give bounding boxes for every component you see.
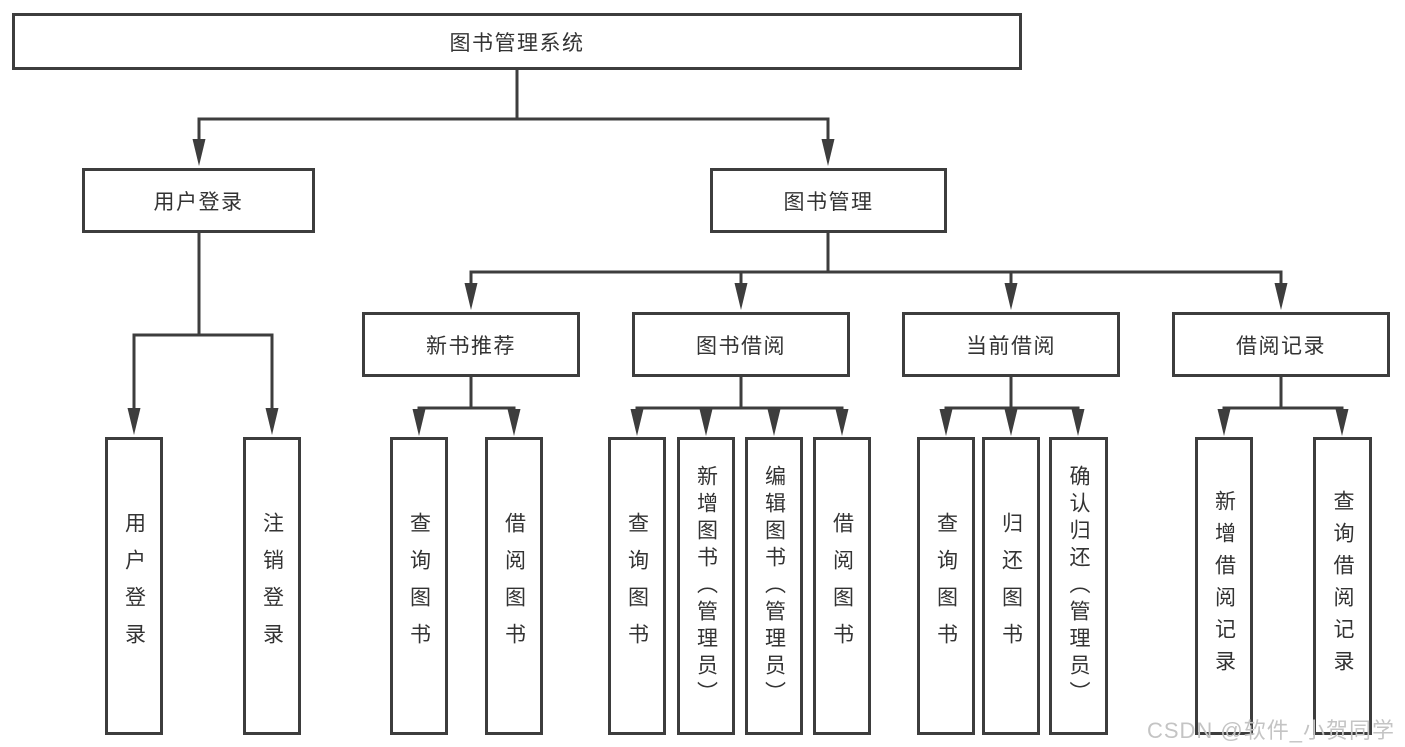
node-borrow-records-label: 借阅记录 (1236, 334, 1326, 358)
connector-user-login (127, 233, 279, 435)
leaf-current-confirm-return-admin: 确认归还（管理员） (1049, 437, 1108, 735)
connector-root (192, 70, 835, 166)
node-new-book-recommend: 新书推荐 (362, 312, 580, 377)
leaf-borrow-edit-book-admin: 编辑图书（管理员） (745, 437, 803, 735)
connector-book-borrow (630, 377, 849, 436)
node-root: 图书管理系统 (12, 13, 1022, 70)
leaf-newbook-borrow-book: 借阅图书 (485, 437, 543, 735)
leaf-records-query-record: 查询借阅记录 (1313, 437, 1372, 735)
leaf-borrow-add-book-admin: 新增图书（管理员） (677, 437, 735, 735)
leaf-newbook-borrow-book-label: 借阅图书 (502, 512, 526, 660)
leaf-newbook-query-book-label: 查询图书 (407, 512, 431, 660)
leaf-borrow-borrow-book-label: 借阅图书 (830, 512, 854, 660)
connector-new-book-recommend (412, 377, 521, 436)
leaf-logout-label: 注销登录 (260, 512, 284, 660)
leaf-logout: 注销登录 (243, 437, 301, 735)
node-current-borrow-label: 当前借阅 (966, 334, 1056, 358)
node-book-management-label: 图书管理 (783, 190, 874, 214)
leaf-borrow-query-book-label: 查询图书 (625, 512, 649, 660)
leaf-records-query-record-label: 查询借阅记录 (1331, 490, 1354, 682)
leaf-borrow-borrow-book: 借阅图书 (813, 437, 871, 735)
leaf-borrow-add-book-admin-label: 新增图书（管理员） (694, 464, 718, 708)
leaf-current-confirm-return-admin-label: 确认归还（管理员） (1067, 464, 1090, 708)
leaf-records-add-record-label: 新增借阅记录 (1212, 490, 1236, 682)
leaf-records-add-record: 新增借阅记录 (1195, 437, 1253, 735)
leaf-user-login: 用户登录 (105, 437, 163, 735)
leaf-current-query-book: 查询图书 (917, 437, 975, 735)
leaf-user-login-label: 用户登录 (122, 512, 146, 660)
leaf-current-return-book: 归还图书 (982, 437, 1040, 735)
leaf-borrow-query-book: 查询图书 (608, 437, 666, 735)
node-book-borrow: 图书借阅 (632, 312, 850, 377)
node-current-borrow: 当前借阅 (902, 312, 1120, 377)
node-book-management: 图书管理 (710, 168, 947, 233)
node-root-label: 图书管理系统 (449, 31, 585, 55)
leaf-borrow-edit-book-admin-label: 编辑图书（管理员） (762, 464, 786, 708)
leaf-current-return-book-label: 归还图书 (999, 512, 1023, 660)
node-borrow-records: 借阅记录 (1172, 312, 1390, 377)
leaf-current-query-book-label: 查询图书 (934, 512, 958, 660)
connector-book-management (464, 233, 1288, 310)
node-new-book-recommend-label: 新书推荐 (426, 334, 516, 358)
connector-borrow-records (1217, 377, 1349, 436)
node-book-borrow-label: 图书借阅 (696, 334, 786, 358)
node-user-login: 用户登录 (82, 168, 315, 233)
leaf-newbook-query-book: 查询图书 (390, 437, 448, 735)
connector-current-borrow (939, 377, 1085, 436)
node-user-login-label: 用户登录 (153, 190, 244, 214)
watermark-text: CSDN @软件_小贺同学 (1146, 718, 1395, 743)
